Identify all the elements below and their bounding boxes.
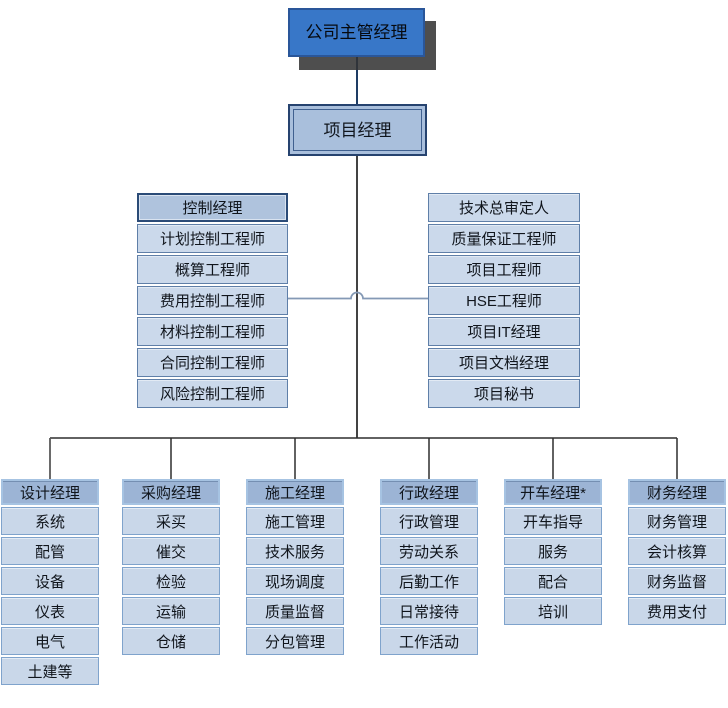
dept-header-design: 设计经理: [1, 479, 99, 505]
dept-item: 会计核算: [628, 537, 726, 565]
dept-column-admin: 行政经理 行政管理 劳动关系 后勤工作 日常接待 工作活动: [380, 479, 478, 655]
connector-middle-link: [288, 291, 428, 300]
dept-item: 设备: [1, 567, 99, 595]
staff-item-qa-engineer: 质量保证工程师: [428, 224, 580, 253]
dept-item: 质量监督: [246, 597, 344, 625]
dept-item: 施工管理: [246, 507, 344, 535]
dept-item: 系统: [1, 507, 99, 535]
dept-header-construction: 施工经理: [246, 479, 344, 505]
dept-item: 催交: [122, 537, 220, 565]
control-column: 控制经理 计划控制工程师 概算工程师 费用控制工程师 材料控制工程师 合同控制工…: [137, 193, 288, 408]
dept-header-procurement: 采购经理: [122, 479, 220, 505]
dept-header-finance: 财务经理: [628, 479, 726, 505]
dept-item: 技术服务: [246, 537, 344, 565]
staff-item-hse-engineer: HSE工程师: [428, 286, 580, 315]
dept-item: 行政管理: [380, 507, 478, 535]
dept-item: 工作活动: [380, 627, 478, 655]
control-item-risk: 风险控制工程师: [137, 379, 288, 408]
dept-item: 财务管理: [628, 507, 726, 535]
control-item-cost: 费用控制工程师: [137, 286, 288, 315]
control-column-header: 控制经理: [137, 193, 288, 222]
dept-item: 日常接待: [380, 597, 478, 625]
dept-item: 后勤工作: [380, 567, 478, 595]
dept-item: 仓储: [122, 627, 220, 655]
node-company-director: 公司主管经理: [288, 8, 425, 57]
control-item-planning: 计划控制工程师: [137, 224, 288, 253]
dept-column-procurement: 采购经理 采买 催交 检验 运输 仓储: [122, 479, 220, 655]
dept-item: 运输: [122, 597, 220, 625]
staff-item-project-engineer: 项目工程师: [428, 255, 580, 284]
dept-item: 服务: [504, 537, 602, 565]
staff-item-chief-examiner: 技术总审定人: [428, 193, 580, 222]
dept-item: 分包管理: [246, 627, 344, 655]
dept-item: 劳动关系: [380, 537, 478, 565]
dept-item: 现场调度: [246, 567, 344, 595]
dept-header-commissioning: 开车经理*: [504, 479, 602, 505]
dept-column-design: 设计经理 系统 配管 设备 仪表 电气 土建等: [1, 479, 99, 685]
staff-item-it-manager: 项目IT经理: [428, 317, 580, 346]
dept-column-construction: 施工经理 施工管理 技术服务 现场调度 质量监督 分包管理: [246, 479, 344, 655]
dept-header-admin: 行政经理: [380, 479, 478, 505]
dept-item: 检验: [122, 567, 220, 595]
staff-item-doc-manager: 项目文档经理: [428, 348, 580, 377]
dept-item: 培训: [504, 597, 602, 625]
dept-item: 费用支付: [628, 597, 726, 625]
staff-column: 技术总审定人 质量保证工程师 项目工程师 HSE工程师 项目IT经理 项目文档经…: [428, 193, 580, 408]
dept-item: 采买: [122, 507, 220, 535]
control-item-contract: 合同控制工程师: [137, 348, 288, 377]
staff-item-secretary: 项目秘书: [428, 379, 580, 408]
dept-item: 财务监督: [628, 567, 726, 595]
dept-item: 配管: [1, 537, 99, 565]
dept-item: 土建等: [1, 657, 99, 685]
dept-item: 电气: [1, 627, 99, 655]
dept-item: 配合: [504, 567, 602, 595]
node-project-manager: 项目经理: [288, 104, 427, 156]
dept-column-commissioning: 开车经理* 开车指导 服务 配合 培训: [504, 479, 602, 625]
dept-item: 开车指导: [504, 507, 602, 535]
control-item-material: 材料控制工程师: [137, 317, 288, 346]
dept-column-finance: 财务经理 财务管理 会计核算 财务监督 费用支付: [628, 479, 726, 625]
dept-item: 仪表: [1, 597, 99, 625]
control-item-estimate: 概算工程师: [137, 255, 288, 284]
